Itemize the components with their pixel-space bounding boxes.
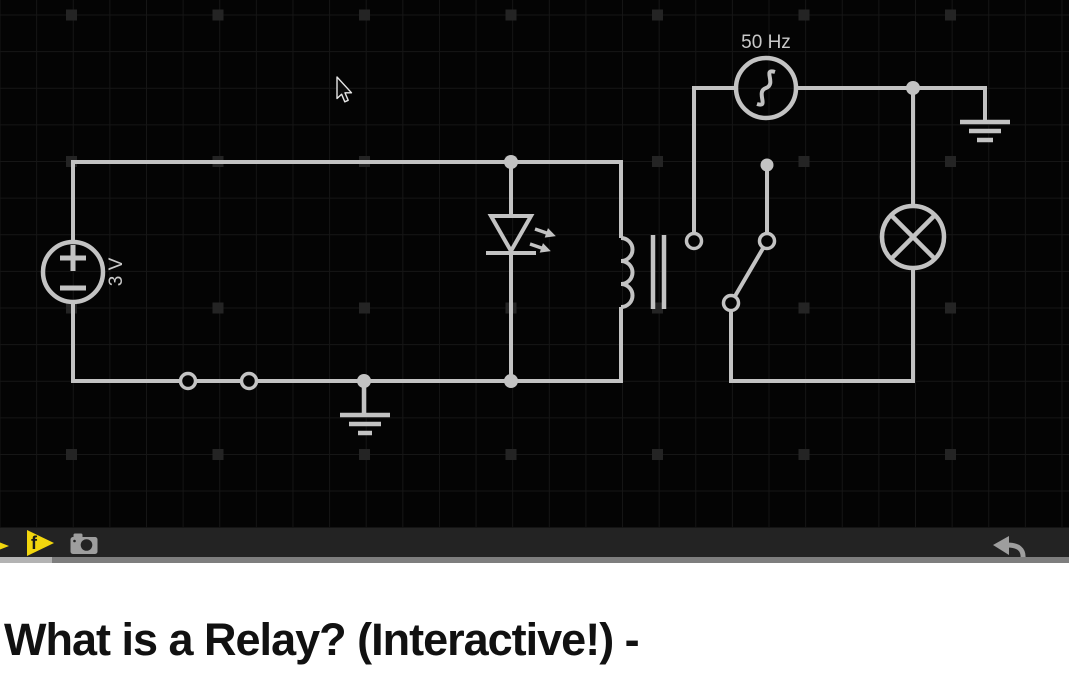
switch-closed-symbol[interactable] [178,371,259,391]
undo-icon[interactable] [992,535,1028,561]
toolbar: f [0,528,1069,561]
relay-symbol[interactable] [620,158,777,313]
progress-lead-segment [0,557,52,563]
mouse-cursor [336,76,353,103]
ground-left-symbol[interactable] [340,381,390,436]
circuit-wires[interactable] [71,86,987,383]
grid-lines [0,0,1069,528]
f-play-icon[interactable]: f [27,530,55,556]
battery-symbol[interactable]: 3 V [40,239,127,305]
ac-source-label: 50 Hz [741,32,791,53]
led-symbol[interactable] [486,214,557,256]
relay-stub-dot [760,158,774,172]
led-light-arrow [529,242,551,253]
progress-bar[interactable] [0,557,1069,563]
relay-contact-right [757,231,777,251]
junction-dots [357,81,920,388]
relay-pole [721,293,741,313]
relay-armature [732,246,766,299]
battery-label: 3 V [106,257,127,286]
play-icon-partial[interactable] [0,536,9,556]
circuit-canvas[interactable]: 3 V [0,0,1069,528]
led-light-arrow [534,227,556,238]
camera-icon[interactable] [70,533,98,555]
play-triangle-icon [27,530,54,556]
lamp-symbol[interactable] [879,203,947,271]
page-panel: What is a Relay? (Interactive!) - [0,563,1069,690]
relay-contact-left [684,231,704,251]
ac-source-symbol[interactable]: 50 Hz [733,32,799,121]
f-glyph: f [31,533,37,553]
page-title: What is a Relay? (Interactive!) - [4,614,640,665]
ground-right-symbol[interactable] [960,119,1010,143]
